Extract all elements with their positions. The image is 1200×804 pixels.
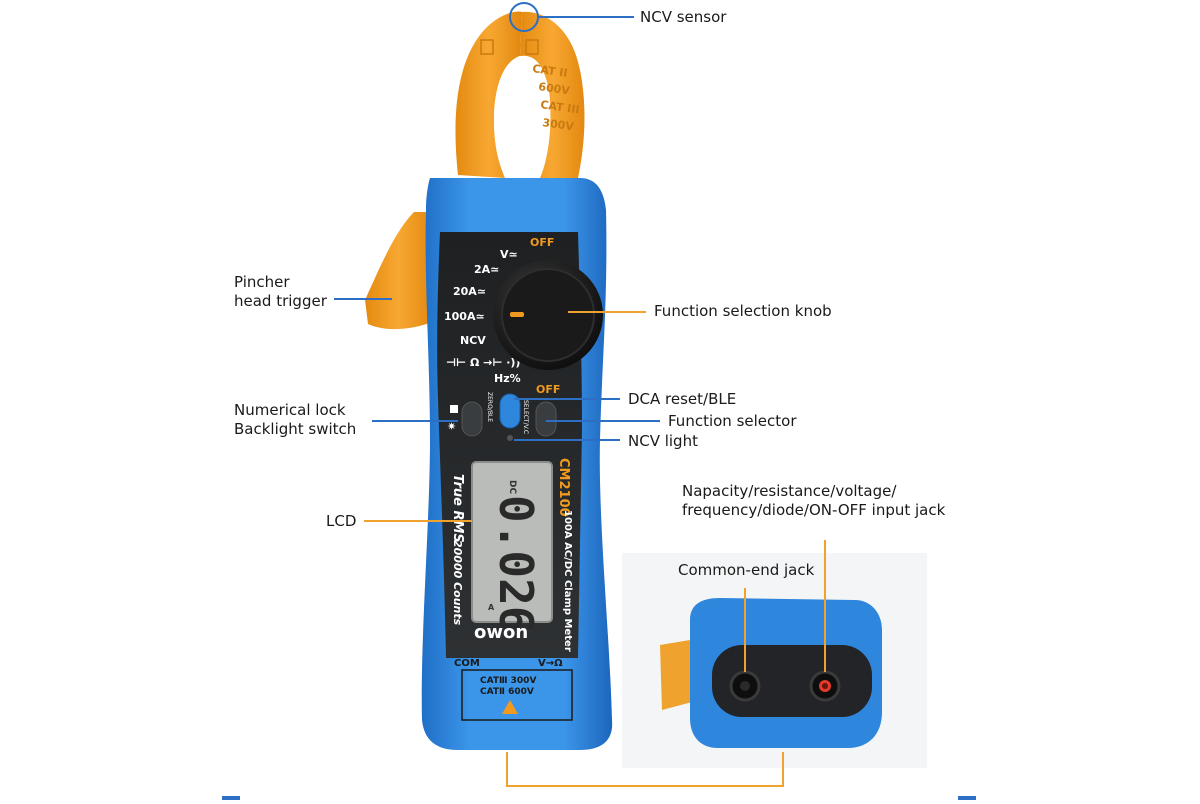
lock-icon: [450, 405, 458, 413]
lcd-mode: DC: [507, 480, 517, 494]
cat-rating-1: CATⅢ 300V: [480, 676, 536, 686]
function-selector-button[interactable]: [535, 401, 557, 437]
off-label-2: OFF: [536, 383, 560, 396]
callout-lines: [222, 2, 976, 800]
clamp-cat-1: CAT II: [532, 62, 569, 80]
dial-pos-cap-ohm: ⊣⊢ Ω →⊢ ·)): [446, 356, 520, 369]
callout-common-jack: Common-end jack: [678, 561, 815, 579]
model-description: 100A AC/DC Clamp Meter: [562, 510, 573, 652]
clamp-jaws: CAT II 600V CAT III 300V: [455, 11, 585, 179]
lcd-screen: DC 0.026 A: [471, 461, 553, 633]
dial-pos-100a: 100A≃: [444, 310, 485, 323]
select-button-label: SELECT/V.C: [522, 400, 529, 434]
dial-pos-20a: 20A≃: [453, 285, 486, 298]
lcd-reading: 0.026: [489, 495, 543, 633]
callout-ncv-light: NCV light: [628, 432, 698, 450]
dial-pos-ncv: NCV: [460, 334, 486, 347]
callout-dca-reset: DCA reset/BLE: [628, 390, 737, 408]
callout-numerical-lock: Numerical lock Backlight switch: [234, 401, 357, 438]
dca-reset-button[interactable]: [499, 393, 521, 429]
warning-triangle-icon: [502, 700, 518, 714]
callout-pincher-trigger: Pincher head trigger: [234, 273, 327, 310]
reset-button-label: ZERO/BLE: [486, 392, 493, 422]
clamp-volt-2: 300V: [542, 116, 575, 133]
brand-logo: owon: [474, 622, 528, 643]
pincher-trigger[interactable]: [365, 212, 432, 330]
numerical-lock-button[interactable]: [461, 401, 483, 437]
hz-label: Hz%: [494, 372, 521, 385]
model-label: CM2100: [556, 458, 571, 517]
lcd-unit: A: [488, 603, 495, 612]
cat-rating-2: CATⅡ 600V: [480, 687, 534, 697]
clamp-lightning-icon: [525, 39, 539, 55]
clamp-warning-icon: [480, 39, 494, 55]
true-rms-label: True RMS: [450, 474, 465, 543]
dial-off-label: OFF: [530, 236, 554, 249]
function-knob[interactable]: [493, 260, 603, 370]
callout-function-selector: Function selector: [668, 412, 797, 430]
callout-ncv-sensor: NCV sensor: [640, 8, 727, 26]
input-jack-label: V→Ω: [538, 658, 563, 669]
callout-lcd: LCD: [326, 512, 357, 530]
com-label: COM: [454, 658, 480, 669]
counts-label: 20000 Counts: [451, 540, 464, 626]
clamp-cat-2: CAT III: [540, 98, 581, 116]
clamp-volt-1: 600V: [538, 80, 571, 97]
cat-rating-box: [461, 669, 573, 721]
dial-pos-v: V≃: [500, 248, 518, 261]
callout-function-knob: Function selection knob: [654, 302, 832, 320]
ncv-light: [507, 435, 513, 441]
callout-input-jack: Napacity/resistance/voltage/ frequency/d…: [682, 482, 946, 519]
dial-pos-2a: 2A≃: [474, 263, 499, 276]
backlight-icon: ✷: [447, 420, 456, 433]
dial-labels: OFF V≃ 2A≃ 20A≃ 100A≃ NCV ⊣⊢ Ω →⊢ ·)) Hz…: [444, 236, 560, 396]
jack-closeup-inset: [622, 553, 927, 768]
